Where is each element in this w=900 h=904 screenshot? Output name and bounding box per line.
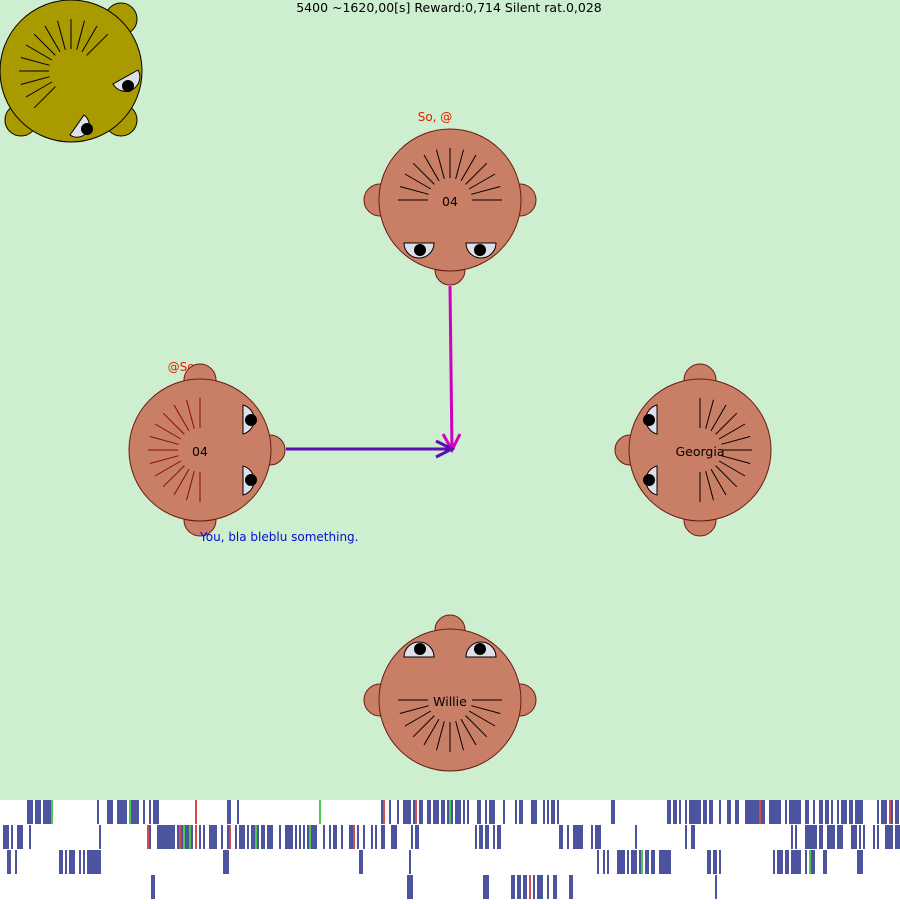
eye-icon [643, 404, 658, 435]
eye-icon [242, 404, 257, 435]
agent-right-label: Georgia [675, 444, 724, 459]
agent-left: @So, 04 You, bla bleblu something. [128, 360, 358, 544]
eye-icon [403, 242, 435, 259]
eye-icon [242, 465, 257, 496]
agent-bottom-label: Willie [433, 694, 467, 709]
status-line: 5400 ~1620,00[s] Reward:0,714 Silent rat… [296, 0, 602, 15]
eye-icon [403, 641, 435, 658]
agent-top-speech: So, @ [418, 110, 453, 124]
eye-icon [465, 641, 497, 658]
agent-bottom: Willie [363, 614, 537, 772]
robot-head-icon [0, 0, 143, 143]
agent-left-label: 04 [192, 444, 208, 459]
agent-right: Georgia [614, 363, 772, 537]
agent-top: So, @ 04 [363, 110, 537, 286]
eye-icon [643, 465, 658, 496]
agent-top-label: 04 [442, 194, 458, 209]
robot-eye-icon [112, 69, 141, 92]
gaze-arrow [286, 439, 456, 459]
robot-eye-icon [69, 114, 93, 138]
activity-raster [3, 800, 900, 899]
agent-left-utterance: You, bla bleblu something. [199, 530, 358, 544]
eye-icon [465, 242, 497, 259]
